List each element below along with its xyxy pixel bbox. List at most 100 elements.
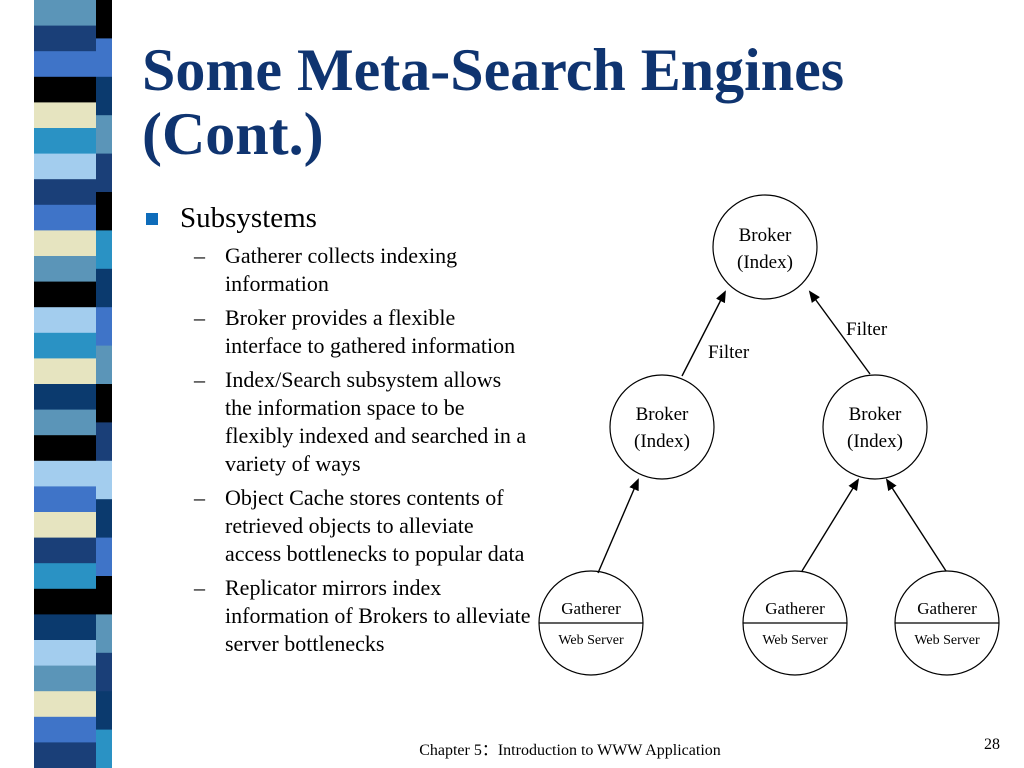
sub-bullet-text: Replicator mirrors index information of … (225, 575, 531, 656)
dash-icon: – (194, 305, 205, 330)
sub-bullet-text: Index/Search subsystem allows the inform… (225, 367, 527, 476)
stripe-segment (34, 128, 96, 155)
sub-bullet-text: Broker provides a flexible interface to … (225, 305, 516, 358)
stripe-segment (96, 422, 112, 462)
page-number: 28 (984, 736, 1000, 753)
stripe-segment (34, 665, 96, 692)
bullet-text: Subsystems (180, 202, 317, 234)
footer-chapter: Chapter 5：Introduction to WWW Applicatio… (419, 742, 721, 759)
stripe-segment (96, 652, 112, 692)
stripe-segment (96, 115, 112, 155)
stripe-segment (96, 0, 112, 39)
stripe-segment (34, 486, 96, 513)
sub-bullet-object-cache: –Object Cache stores contents of retriev… (142, 484, 532, 568)
dash-icon: – (194, 575, 205, 600)
stripe-segment (34, 716, 96, 743)
gatherer-label: Gatherer (765, 599, 825, 618)
stripe-segment (34, 51, 96, 78)
stripe-segment (34, 102, 96, 129)
gatherer-node-1: Gatherer Web Server (538, 570, 644, 676)
gatherer-node-2: Gatherer Web Server (742, 570, 848, 676)
filter-label-left: Filter (708, 342, 750, 363)
sub-bullet-text: Gatherer collects indexing information (225, 243, 458, 296)
stripe-segment (96, 460, 112, 500)
stripe-segment (96, 729, 112, 768)
broker-node-right: Broker (Index) (822, 374, 928, 480)
stripe-segment (96, 76, 112, 116)
stripe-segment (34, 230, 96, 257)
filter-label-right: Filter (846, 319, 888, 340)
stripe-segment (96, 499, 112, 539)
stripe-segment (34, 691, 96, 718)
stripe-segment (34, 435, 96, 462)
stripe-segment (96, 576, 112, 615)
gatherer-node-3: Gatherer Web Server (894, 570, 1000, 676)
stripe-segment (34, 384, 96, 411)
sub-bullet-index-search: –Index/Search subsystem allows the infor… (142, 366, 532, 478)
sub-bullet-text: Object Cache stores contents of retrieve… (225, 485, 525, 566)
stripe-segment (34, 25, 96, 52)
index-label: (Index) (847, 431, 903, 452)
stripe-segment (96, 38, 112, 78)
arrow-gatherer2-to-right-broker (801, 478, 860, 572)
stripe-segment (34, 153, 96, 180)
web-server-label: Web Server (762, 633, 828, 648)
stripe-segment (34, 563, 96, 590)
stripe-segment (96, 230, 112, 270)
stripe-segment (34, 512, 96, 539)
sub-bullet-replicator: –Replicator mirrors index information of… (142, 574, 532, 658)
arrow-right-broker-to-top (808, 290, 871, 375)
dash-icon: – (194, 367, 205, 392)
stripe-segment (34, 358, 96, 385)
gatherer-label: Gatherer (561, 599, 621, 618)
title-line-2: (Cont.) (142, 101, 324, 167)
stripe-segment (34, 204, 96, 231)
stripe-segment (96, 307, 112, 347)
stripe-segment (34, 307, 96, 334)
stripe-segment (34, 588, 96, 615)
arrow-gatherer1-to-left-broker (597, 478, 639, 574)
stripe-segment (34, 281, 96, 308)
stripe-segment (96, 268, 112, 308)
sub-bullet-gatherer: –Gatherer collects indexing information (142, 242, 532, 298)
stripe-segment (96, 691, 112, 731)
decorative-stripe (34, 0, 112, 768)
bullet-subsystems: Subsystems (142, 200, 532, 236)
broker-node-top: Broker (Index) (712, 194, 818, 300)
broker-label: Broker (636, 404, 689, 425)
stripe-segment (34, 614, 96, 641)
web-server-label: Web Server (558, 633, 624, 648)
stripe-segment (34, 256, 96, 283)
stripe-segment (96, 153, 112, 193)
stripe-segment (34, 742, 96, 768)
stripe-segment (34, 537, 96, 564)
index-label: (Index) (634, 431, 690, 452)
stripe-segment (96, 537, 112, 577)
stripe-segment (34, 76, 96, 103)
arrow-left-broker-to-top (681, 290, 726, 377)
index-label: (Index) (737, 252, 793, 273)
slide-title: Some Meta-Search Engines (Cont.) (142, 38, 844, 166)
stripe-segment (96, 192, 112, 231)
stripe-segment (34, 332, 96, 359)
stripe-segment (34, 460, 96, 487)
sub-bullet-list: –Gatherer collects indexing information … (142, 242, 532, 658)
sub-bullet-broker: –Broker provides a flexible interface to… (142, 304, 532, 360)
stripe-segment (34, 640, 96, 667)
broker-node-left: Broker (Index) (609, 374, 715, 480)
stripe-segment (34, 409, 96, 436)
stripe-segment (96, 345, 112, 385)
stripe-segment (34, 179, 96, 206)
dash-icon: – (194, 485, 205, 510)
broker-label: Broker (849, 404, 902, 425)
gatherer-label: Gatherer (917, 599, 977, 618)
web-server-label: Web Server (914, 633, 980, 648)
broker-hierarchy-diagram: Broker (Index) Broker (Index) Broker (In… (538, 194, 1000, 676)
arrow-gatherer3-to-right-broker (885, 478, 947, 572)
dash-icon: – (194, 243, 205, 268)
stripe-segment (34, 0, 96, 27)
stripe-segment (96, 384, 112, 423)
stripe-segment (96, 614, 112, 654)
title-line-1: Some Meta-Search Engines (142, 37, 845, 103)
